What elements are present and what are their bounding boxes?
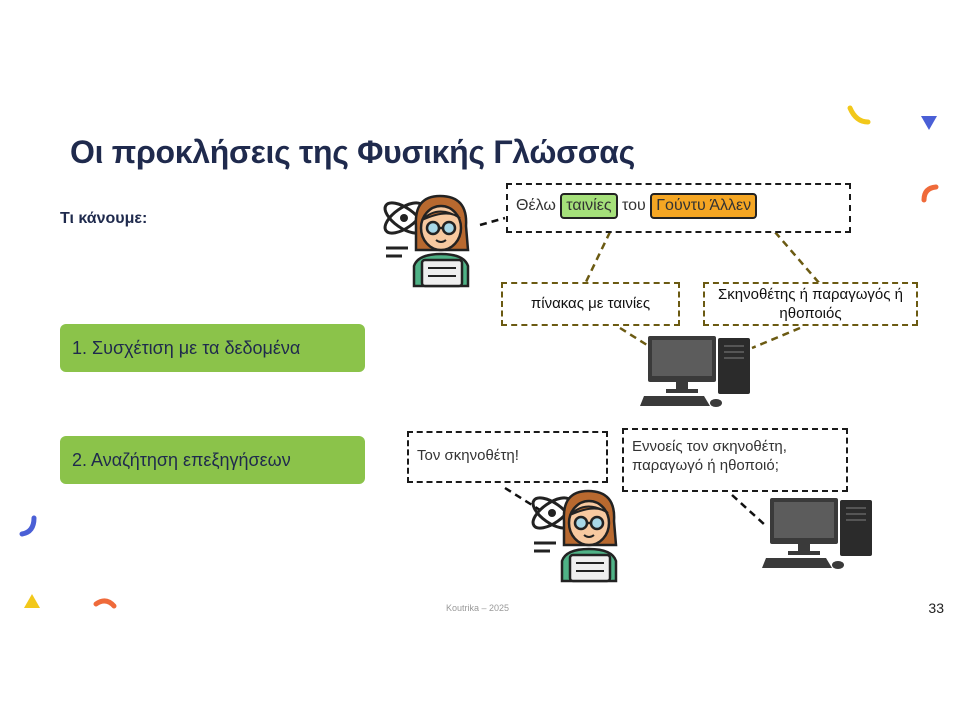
- desktop-computer-icon-2: [762, 498, 872, 569]
- confetti-orange-arc: [921, 184, 939, 203]
- query-word-2: του: [622, 197, 646, 214]
- section-subtitle: Τι κάνουμε:: [60, 210, 148, 227]
- interpretation-box-person: Σκηνοθέτης ή παραγωγός ή ηθοποιός: [703, 282, 918, 326]
- confetti-yellow-triangle: [24, 594, 40, 608]
- connector-interp2-computer: [751, 326, 801, 350]
- confetti-orange-arc-2: [93, 598, 117, 609]
- connector-chip2-interp2: [774, 231, 821, 285]
- query-word-1: Θέλω: [516, 197, 556, 214]
- scientist-person-icon: [383, 194, 470, 288]
- interpretation-box-table: πίνακας με ταινίες: [501, 282, 680, 326]
- user-reply-bubble: Τον σκηνοθέτη!: [407, 431, 608, 483]
- connector-interp1-computer: [619, 326, 656, 352]
- step-2-box: 2. Αναζήτηση επεξηγήσεων: [60, 436, 365, 484]
- page-title: Οι προκλήσεις της Φυσικής Γλώσσας: [70, 134, 636, 170]
- connector-computer-question: [731, 494, 766, 526]
- connector-user-query: [479, 216, 506, 227]
- query-bubble: Θέλω ταινίες του Γούντυ Άλλεν: [506, 183, 851, 233]
- query-chip-movies: ταινίες: [560, 193, 618, 219]
- desktop-computer-icon: [640, 336, 750, 407]
- scientist-person-icon-2: [531, 489, 618, 583]
- step-1-box: 1. Συσχέτιση με τα δεδομένα: [60, 324, 365, 372]
- computer-question-bubble: Εννοείς τον σκηνοθέτη, παραγωγό ή ηθοποι…: [622, 428, 848, 492]
- footer-credit: Koutrika – 2025: [446, 603, 510, 613]
- query-chip-person: Γούντυ Άλλεν: [650, 193, 758, 219]
- connector-chip1-interp1: [583, 231, 612, 285]
- confetti-yellow-arc: [847, 105, 871, 125]
- page-number: 33: [928, 600, 944, 616]
- confetti-blue-arc: [19, 515, 37, 537]
- confetti-blue-triangle: [921, 116, 937, 130]
- connector-user-reply: [504, 486, 541, 512]
